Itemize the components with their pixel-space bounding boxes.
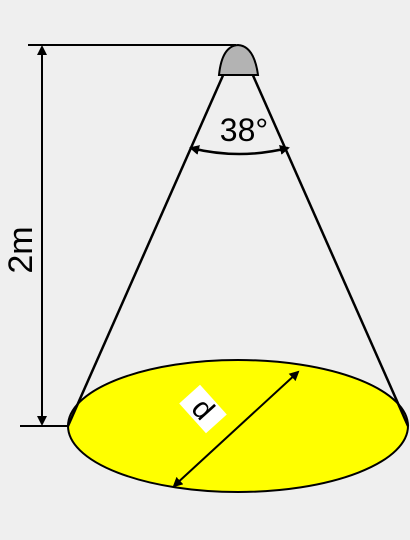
cone-right-edge: [238, 45, 410, 427]
diameter-label-group: d: [179, 384, 227, 434]
diameter-dimension-arrow: [172, 370, 300, 488]
beam-angle-arc: [189, 145, 290, 156]
lamp-head-icon: [217, 43, 260, 76]
beam-angle-label: 38°: [220, 112, 268, 148]
cone-left-edge: [66, 45, 238, 427]
height-label: 2m: [2, 226, 40, 273]
diameter-label-box: [179, 384, 227, 434]
